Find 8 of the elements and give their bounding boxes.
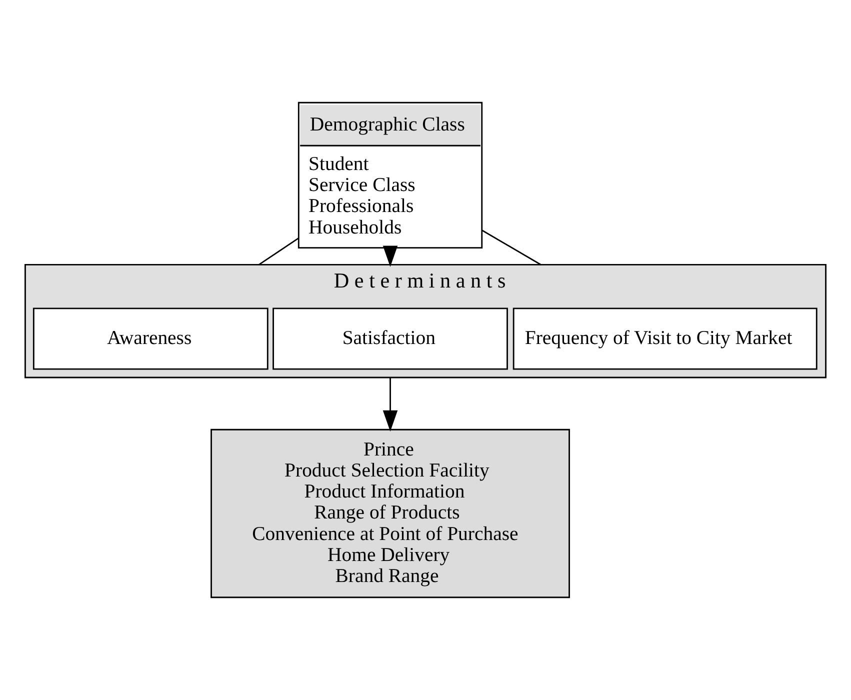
node-box: Satisfaction [272,308,508,370]
node-box: Frequency of Visit to City Market [512,308,818,370]
arrow [382,246,398,267]
node-box: Prince Product Selection Facility Product Information Range of Products Convenience at Point of Purchase Home Delivery Brand Range [210,428,570,598]
connector [258,238,299,266]
arrow [382,377,398,432]
connector [482,230,542,266]
node-box: Awareness [32,308,268,370]
